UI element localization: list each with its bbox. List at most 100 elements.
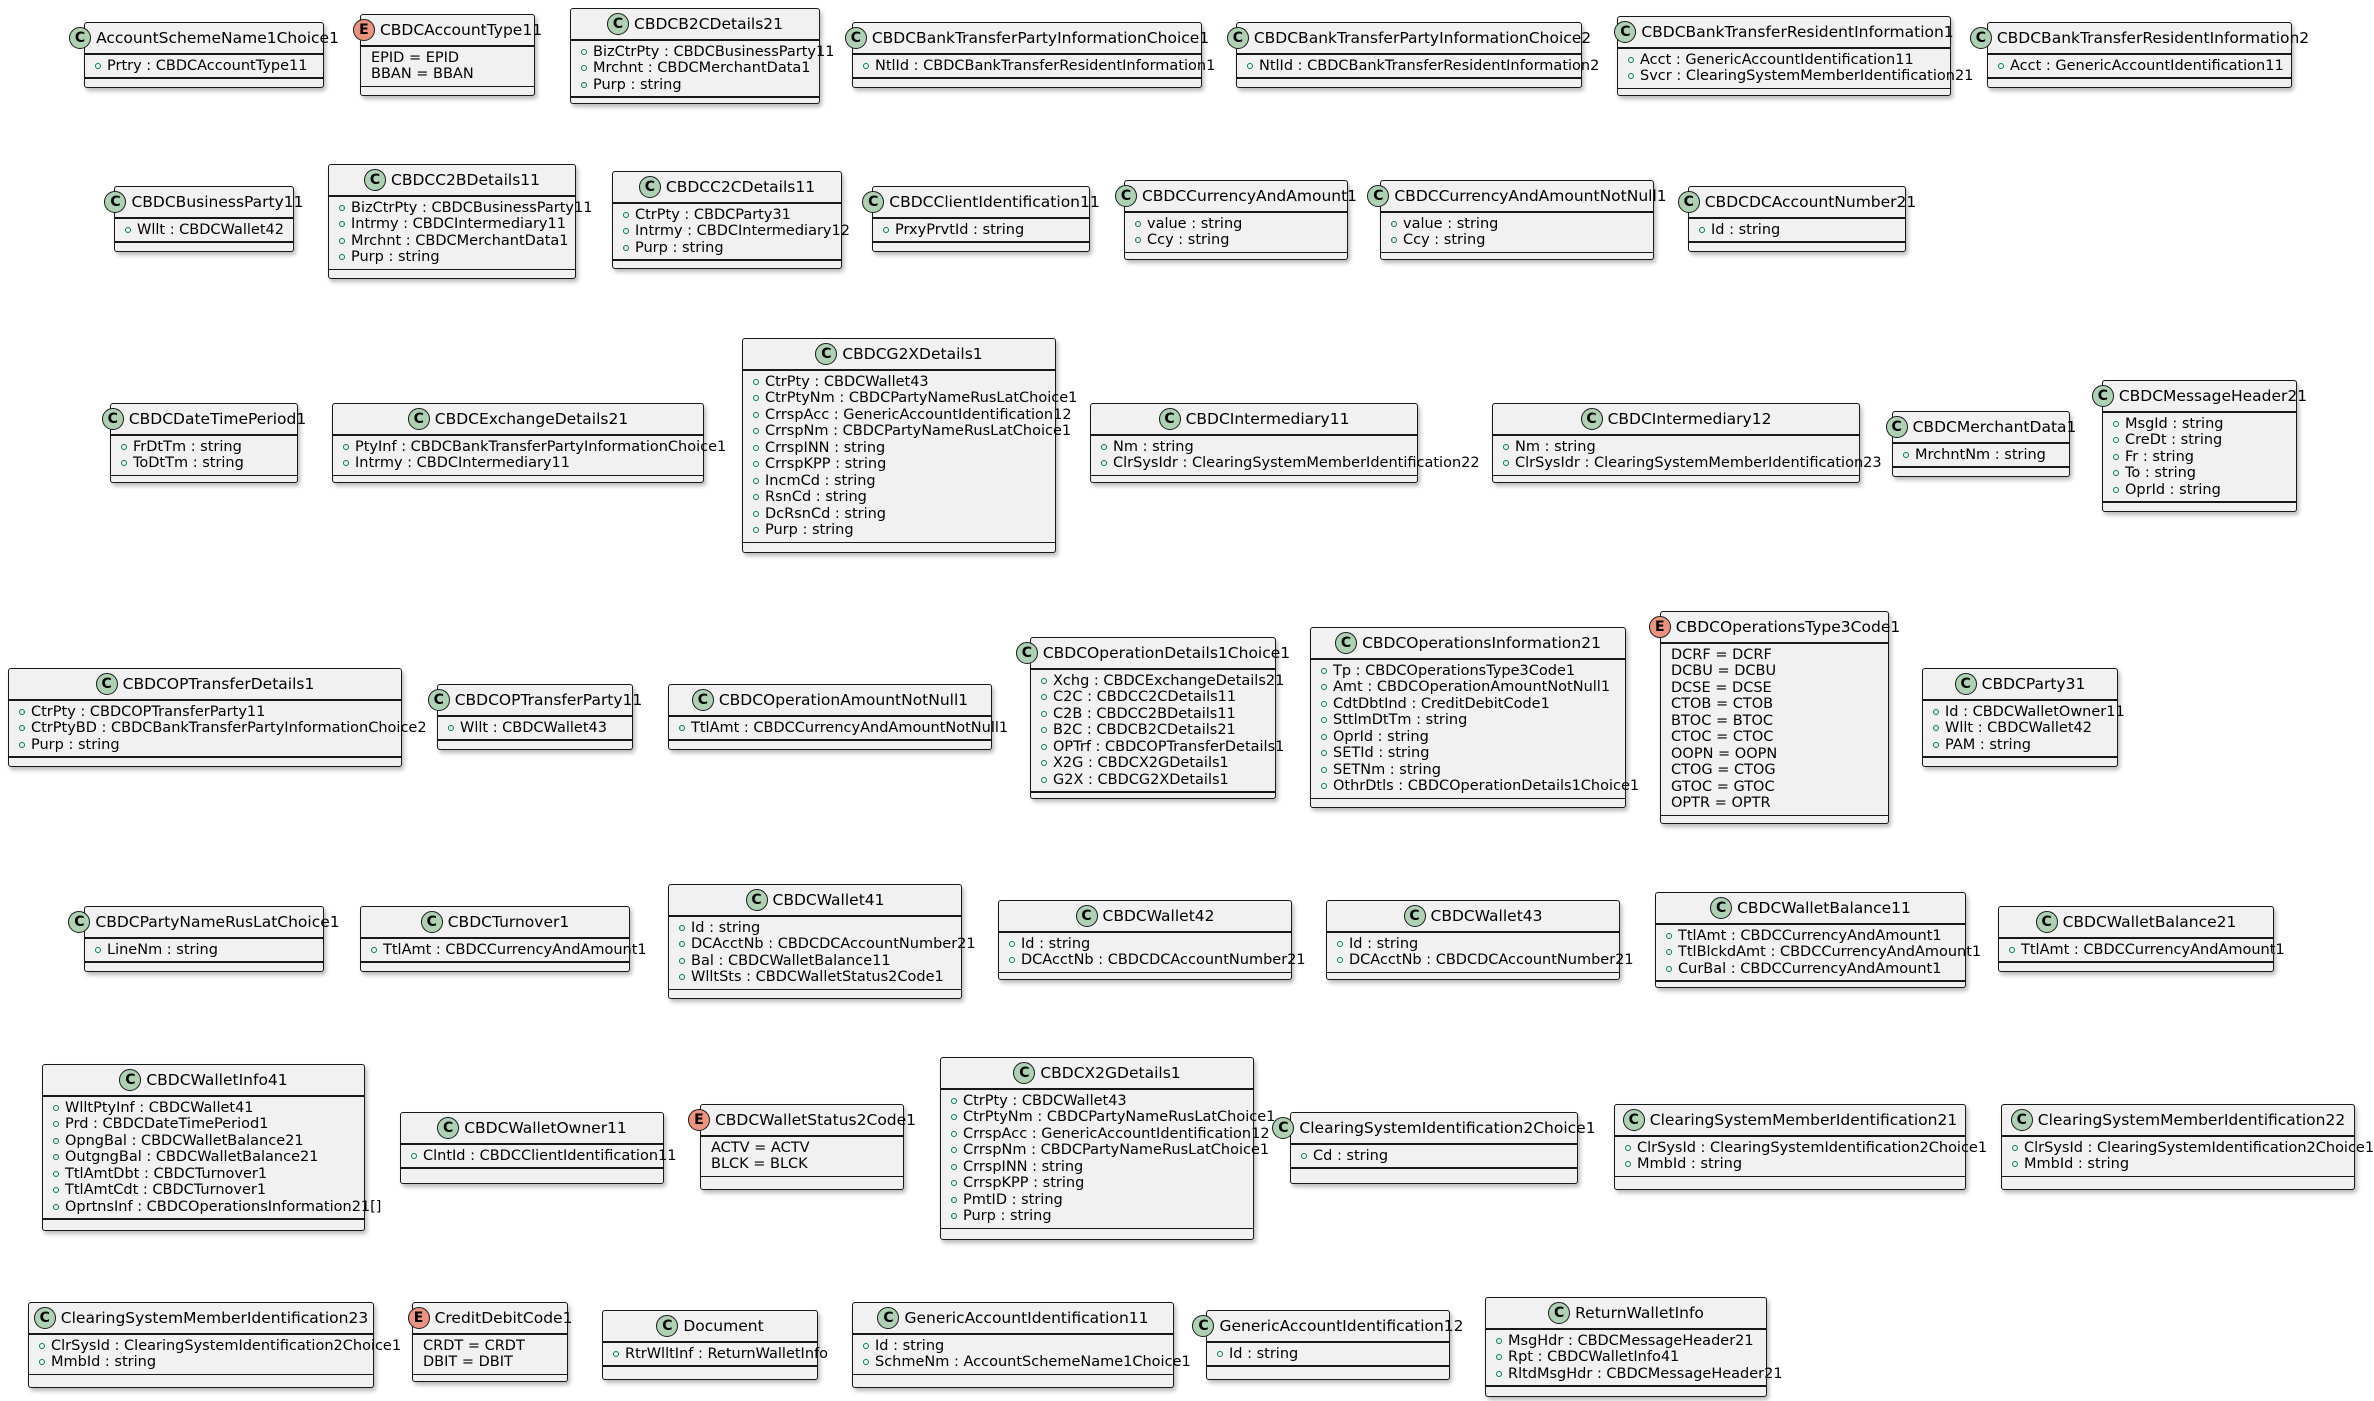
attribute-row: OprtnsInf : CBDCOperationsInformation21[… bbox=[53, 1199, 381, 1216]
class-name: CBDCIntermediary12 bbox=[1607, 410, 1772, 428]
methods-compartment bbox=[999, 973, 1291, 981]
attribute-row: Amt : CBDCOperationAmountNotNull1 bbox=[1321, 679, 1619, 696]
attribute-row: Intrmy : CBDCIntermediary11 bbox=[343, 455, 697, 472]
methods-compartment bbox=[361, 87, 534, 95]
class-name: CBDCB2CDetails21 bbox=[634, 15, 783, 33]
public-visibility-icon bbox=[951, 1163, 957, 1170]
enum-literal: GTOC = GTOC bbox=[1671, 778, 1775, 795]
attribute-text: RltdMsgHdr : CBDCMessageHeader21 bbox=[1508, 1365, 1783, 1382]
attribute-text: BizCtrPty : CBDCBusinessParty11 bbox=[351, 199, 593, 216]
public-visibility-icon bbox=[2012, 1144, 2018, 1151]
enum-stereotype-icon: E bbox=[407, 1307, 430, 1329]
class-name: CreditDebitCode1 bbox=[434, 1309, 573, 1327]
attribute-row: CrrspAcc : GenericAccountIdentification1… bbox=[951, 1126, 1270, 1143]
attribute-list: RtrWlltInf : ReturnWalletInfo bbox=[603, 1343, 828, 1366]
attribute-row: OprId : string bbox=[1321, 729, 1619, 746]
enum-literal: BTOC = BTOC bbox=[1671, 712, 1774, 729]
compartment-divider bbox=[401, 1143, 663, 1145]
attribute-text: CrrspNm : CBDCPartyNameRusLatChoice1 bbox=[765, 423, 1072, 439]
attribute-row: LineNm : string bbox=[95, 942, 317, 959]
attribute-list: TtlAmt : CBDCCurrencyAndAmount1 bbox=[1999, 939, 2285, 962]
attribute-row: NtlId : CBDCBankTransferResidentInformat… bbox=[863, 58, 1215, 75]
attribute-text: Purp : string bbox=[351, 249, 440, 265]
class-stereotype-icon: C bbox=[119, 1069, 142, 1091]
public-visibility-icon bbox=[2113, 420, 2119, 427]
compartment-divider bbox=[1661, 814, 1888, 816]
attribute-text: CrrspKPP : string bbox=[765, 456, 887, 472]
attribute-text: Purp : string bbox=[963, 1208, 1052, 1224]
methods-compartment bbox=[43, 1220, 364, 1231]
attribute-list: ClrSysId : ClearingSystemIdentification2… bbox=[29, 1335, 401, 1374]
class-name: CBDCBusinessParty11 bbox=[131, 193, 304, 211]
compartment-divider bbox=[438, 715, 632, 717]
attribute-text: Nm : string bbox=[1113, 438, 1194, 455]
attribute-text: MrchntNm : string bbox=[1915, 446, 2046, 463]
compartment-divider bbox=[1618, 87, 1950, 89]
compartment-divider bbox=[1661, 642, 1888, 644]
attribute-list: PrxyPrvtId : string bbox=[873, 219, 1089, 242]
class-name: CBDCOperationDetails1Choice1 bbox=[1042, 644, 1291, 662]
methods-compartment bbox=[1486, 1387, 1766, 1397]
attribute-text: BizCtrPty : CBDCBusinessParty11 bbox=[593, 43, 835, 60]
enum-literal: CTOB = CTOB bbox=[1671, 696, 1774, 712]
methods-compartment bbox=[1291, 1169, 1577, 1184]
class-stereotype-icon: C bbox=[407, 408, 430, 430]
compartment-divider bbox=[9, 699, 401, 701]
enum-literal: CRDT = CRDT bbox=[423, 1337, 525, 1354]
attribute-row: CtrPtyNm : CBDCPartyNameRusLatChoice1 bbox=[753, 390, 1077, 407]
attribute-row: CrrspNm : CBDCPartyNameRusLatChoice1 bbox=[753, 423, 1071, 440]
attribute-row: Nm : string bbox=[1101, 439, 1411, 456]
attribute-text: OPTrf : CBDCOPTransferDetails1 bbox=[1053, 738, 1285, 755]
attribute-list: Wllt : CBDCWallet43 bbox=[438, 717, 632, 740]
public-visibility-icon bbox=[339, 254, 345, 261]
public-visibility-icon bbox=[121, 443, 127, 450]
attribute-list: Wllt : CBDCWallet42 bbox=[115, 219, 293, 242]
methods-compartment bbox=[1661, 816, 1888, 824]
class-stereotype-icon: C bbox=[1885, 416, 1908, 438]
attribute-text: Purp : string bbox=[765, 522, 854, 538]
public-visibility-icon bbox=[581, 48, 587, 55]
attribute-row: Tp : CBDCOperationsType3Code1 bbox=[1321, 663, 1619, 680]
public-visibility-icon bbox=[951, 1130, 957, 1137]
public-visibility-icon bbox=[53, 1104, 59, 1111]
compartment-divider bbox=[999, 931, 1291, 933]
compartment-divider bbox=[701, 1175, 903, 1177]
attribute-text: C2C : CBDCC2CDetails11 bbox=[1053, 689, 1237, 705]
methods-compartment bbox=[853, 1375, 1173, 1387]
compartment-divider bbox=[1381, 251, 1653, 253]
public-visibility-icon bbox=[343, 460, 349, 467]
attribute-row: ToDtTm : string bbox=[121, 455, 291, 472]
attribute-row: CurBal : CBDCCurrencyAndAmount1 bbox=[1666, 961, 1959, 978]
public-visibility-icon bbox=[1135, 237, 1141, 244]
attribute-row: MmbId : string bbox=[2012, 1156, 2348, 1173]
class-stereotype-icon: C bbox=[1075, 905, 1098, 927]
public-visibility-icon bbox=[1503, 443, 1509, 450]
compartment-divider bbox=[1656, 923, 1965, 925]
attribute-row: OutgngBal : CBDCWalletBalance21 bbox=[53, 1149, 358, 1166]
class-name: CBDCWalletStatus2Code1 bbox=[714, 1111, 917, 1129]
attribute-text: Mrchnt : CBDCMerchantData1 bbox=[593, 60, 811, 76]
attribute-row: OthrDtls : CBDCOperationDetails1Choice1 bbox=[1321, 778, 1639, 795]
attribute-row: CrrspNm : CBDCPartyNameRusLatChoice1 bbox=[951, 1142, 1269, 1159]
compartment-divider bbox=[333, 434, 703, 436]
class-name: CBDCPartyNameRusLatChoice1 bbox=[95, 913, 340, 931]
class-name: GenericAccountIdentification11 bbox=[904, 1309, 1149, 1327]
attribute-text: OthrDtls : CBDCOperationDetails1Choice1 bbox=[1333, 778, 1640, 794]
attribute-text: Purp : string bbox=[31, 736, 120, 753]
attribute-text: DCAcctNb : CBDCDCAccountNumber21 bbox=[1349, 952, 1634, 968]
public-visibility-icon bbox=[1625, 1144, 1631, 1151]
